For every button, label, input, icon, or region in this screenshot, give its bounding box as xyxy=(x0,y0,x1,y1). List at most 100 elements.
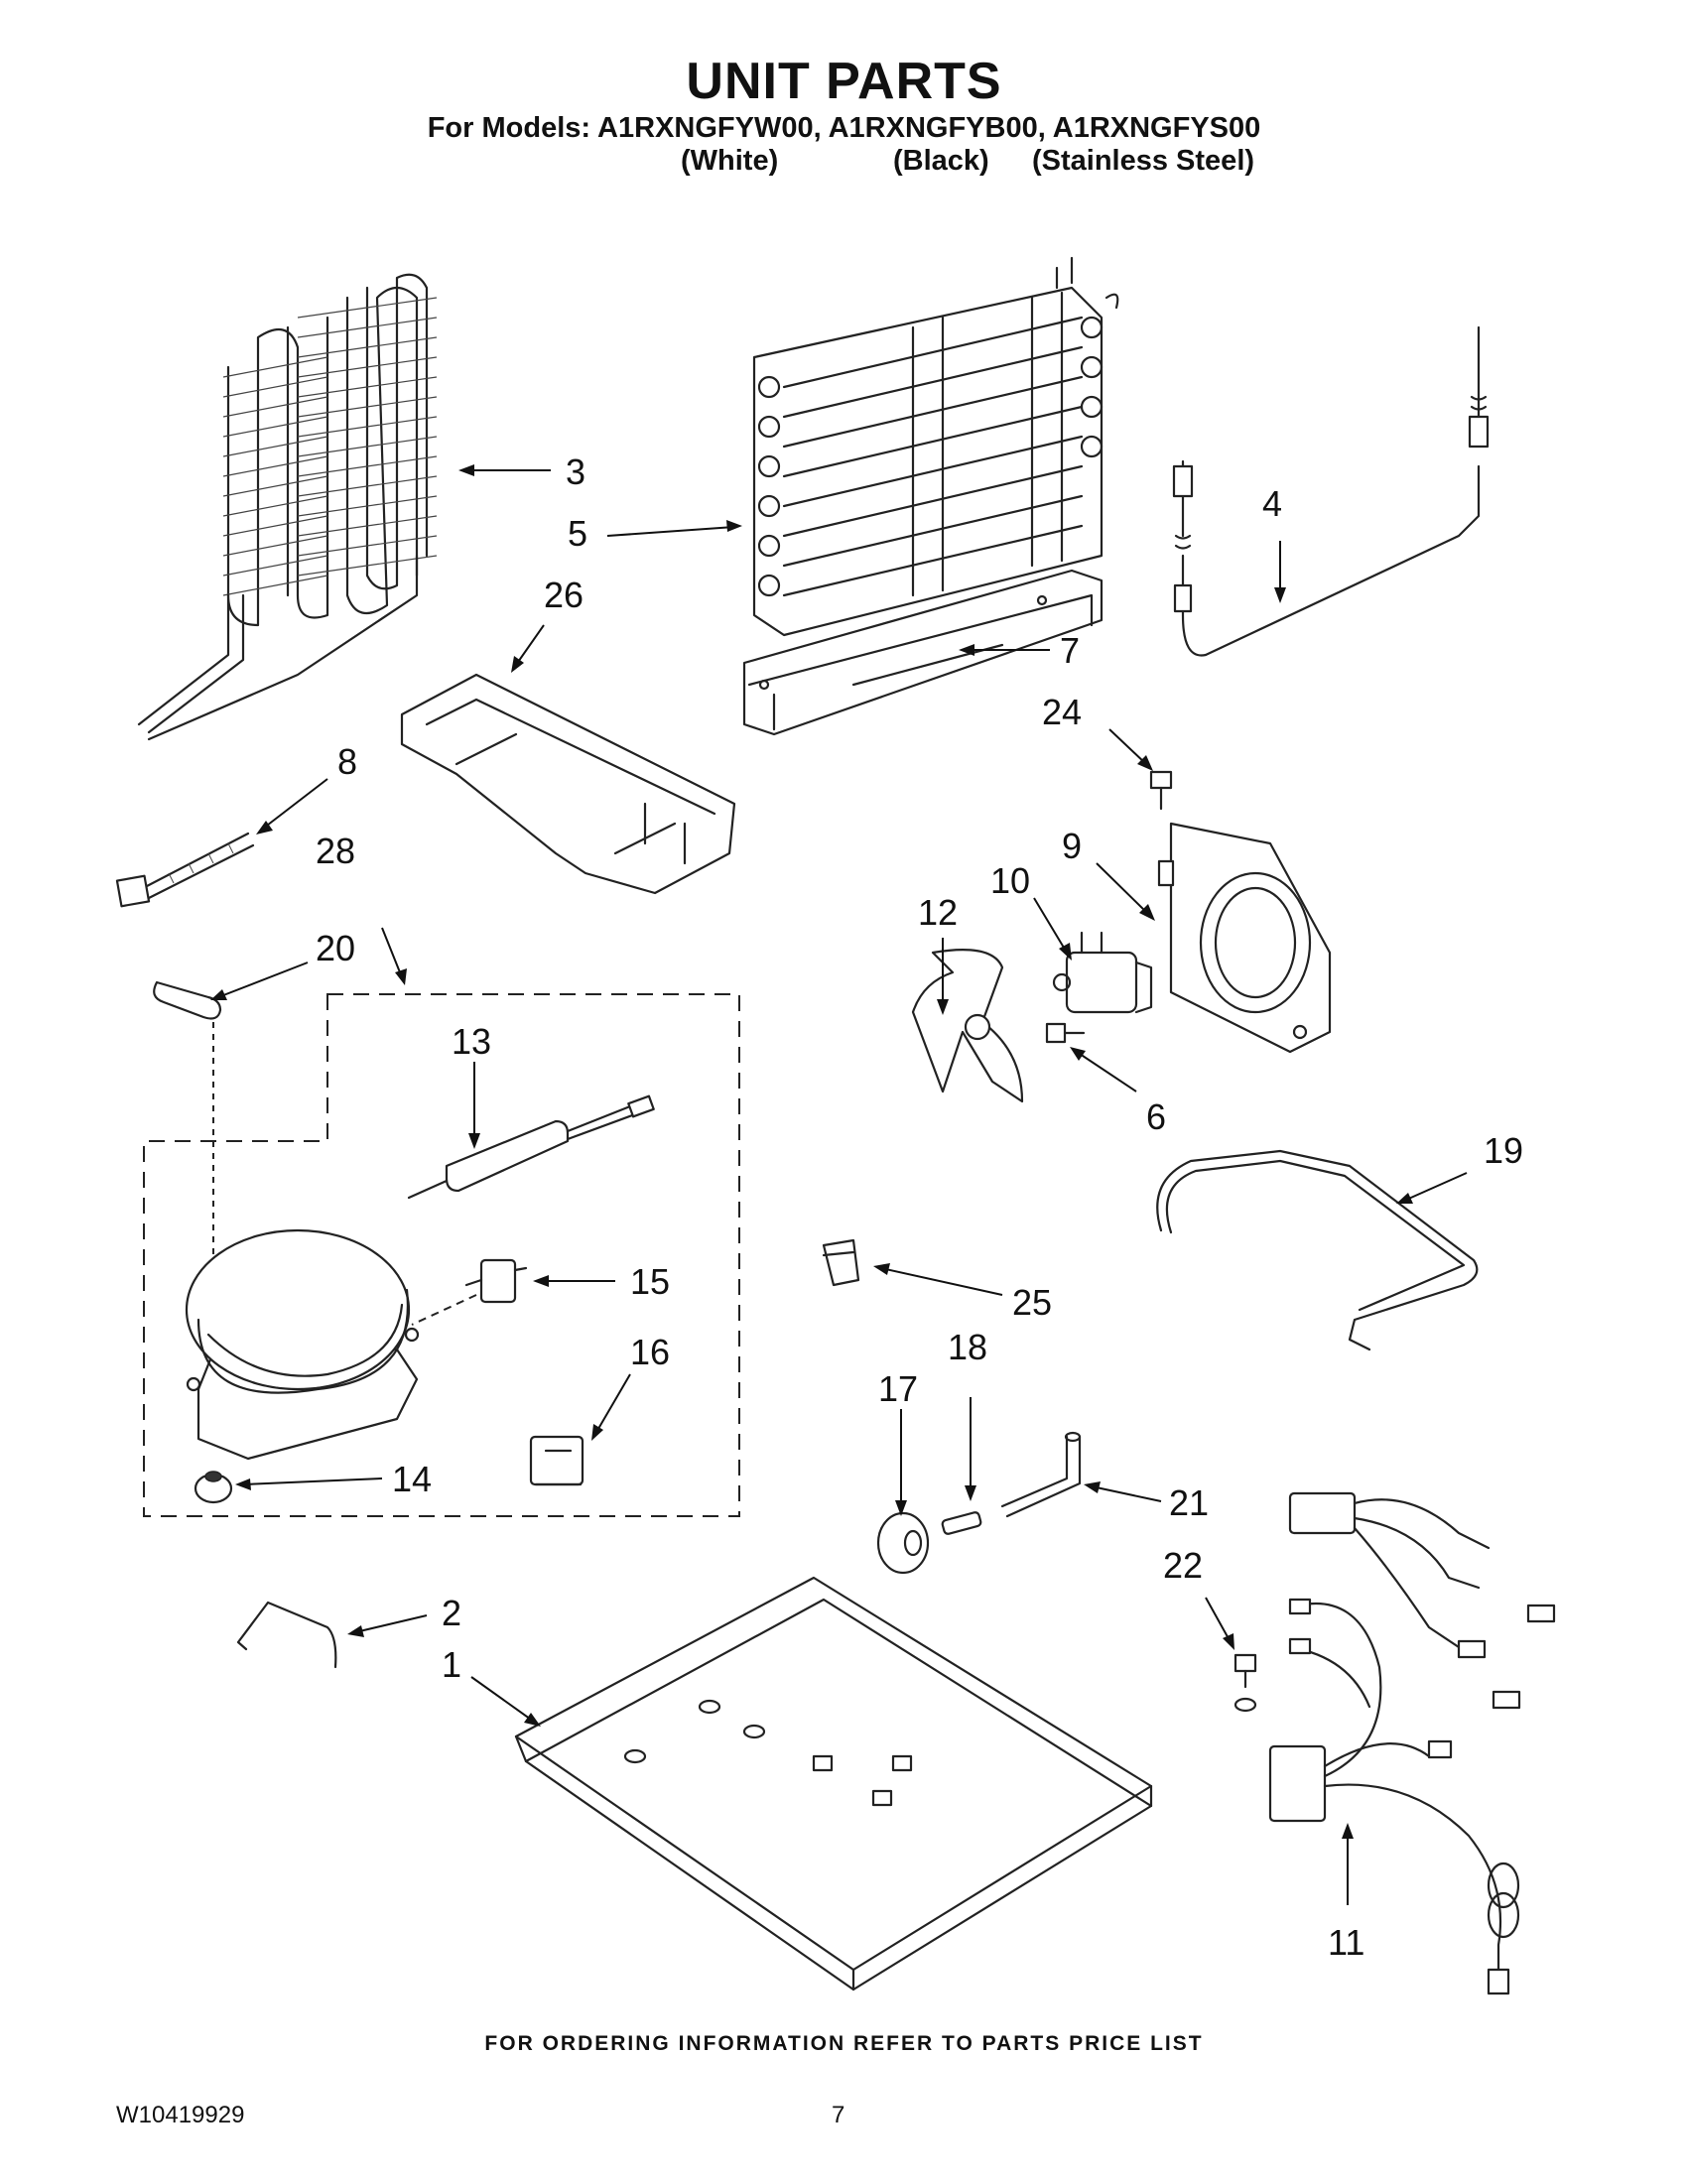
arrowhead-icon xyxy=(1396,1193,1413,1204)
leader-line-25 xyxy=(880,1267,1003,1296)
page-title: UNIT PARTS xyxy=(686,53,1002,110)
condenser-coil-part xyxy=(137,273,438,741)
axle-pin-part xyxy=(941,1511,982,1535)
fan-motor-part xyxy=(1052,931,1153,1014)
leader-line-5 xyxy=(606,526,735,537)
arrowhead-icon xyxy=(235,1478,251,1490)
callout-28: 28 xyxy=(316,831,355,871)
leader-line-20 xyxy=(217,962,309,998)
drain-tube-part xyxy=(1000,1431,1082,1518)
arrowhead-icon xyxy=(591,1424,603,1441)
callout-10: 10 xyxy=(990,860,1030,901)
arrowhead-icon xyxy=(895,1500,907,1516)
arrowhead-icon xyxy=(210,989,227,1000)
cable-tie-part xyxy=(115,832,255,908)
leader-line-8 xyxy=(262,778,328,830)
callout-1: 1 xyxy=(442,1644,461,1685)
arrowhead-icon xyxy=(959,644,974,656)
callout-2: 2 xyxy=(442,1593,461,1633)
color-black-label: (Black) xyxy=(893,145,989,177)
callout-6: 6 xyxy=(1146,1096,1166,1137)
callout-3: 3 xyxy=(566,451,585,492)
arrowhead-icon xyxy=(511,656,524,673)
callout-24: 24 xyxy=(1042,692,1082,732)
callout-22: 22 xyxy=(1163,1545,1203,1586)
fan-shroud-part xyxy=(1157,822,1332,1054)
leader-line-22 xyxy=(1205,1597,1232,1643)
models-line: For Models: A1RXNGFYW00, A1RXNGFYB00, A1… xyxy=(427,112,1261,144)
evaporator-cover-part xyxy=(400,673,736,895)
leader-line-9 xyxy=(1096,862,1150,916)
arrowhead-icon xyxy=(468,1133,480,1149)
callout-11: 11 xyxy=(1328,1922,1364,1963)
drain-trough-part xyxy=(742,569,1104,736)
color-white-label: (White) xyxy=(681,145,779,177)
callout-25: 25 xyxy=(1012,1282,1052,1323)
callout-8: 8 xyxy=(337,741,357,782)
base-frame-part xyxy=(514,1576,1153,1991)
callout-5: 5 xyxy=(568,513,587,554)
document-number: W10419929 xyxy=(116,2102,245,2128)
clip-25-part xyxy=(822,1238,860,1287)
wire-retainer-part xyxy=(236,1601,337,1669)
wire-harness-part xyxy=(1268,1491,1556,1995)
screw-6-part xyxy=(1045,1022,1086,1044)
leader-line-1 xyxy=(470,1676,535,1723)
filter-drier-part xyxy=(407,1094,655,1200)
callout-4: 4 xyxy=(1262,483,1282,524)
evaporator-coil-part xyxy=(752,256,1119,637)
arrowhead-icon xyxy=(937,999,949,1015)
callout-20: 20 xyxy=(316,928,355,968)
leader-line-28 xyxy=(381,927,403,978)
ordering-note: FOR ORDERING INFORMATION REFER TO PARTS … xyxy=(484,2032,1204,2055)
arrowhead-icon xyxy=(1139,904,1155,921)
arrowhead-icon xyxy=(1059,943,1072,961)
arrowhead-icon xyxy=(1137,755,1153,771)
compressor-kit-outline xyxy=(143,993,740,1517)
fan-blade-part xyxy=(911,949,1024,1103)
callout-9: 9 xyxy=(1062,826,1082,866)
arrowhead-icon xyxy=(1274,587,1286,603)
start-relay-part xyxy=(411,1258,528,1326)
condensate-tube-part xyxy=(1156,1149,1479,1351)
grommet-part xyxy=(194,1471,233,1504)
arrowhead-icon xyxy=(524,1713,541,1727)
screw-22-part xyxy=(1234,1653,1257,1713)
callout-16: 16 xyxy=(630,1332,670,1372)
callout-12: 12 xyxy=(918,892,958,933)
arrowhead-icon xyxy=(533,1275,549,1287)
leader-line-24 xyxy=(1108,728,1147,765)
callout-19: 19 xyxy=(1484,1130,1523,1171)
callout-15: 15 xyxy=(630,1261,670,1302)
screw-24-part xyxy=(1149,770,1173,811)
leader-line-19 xyxy=(1403,1172,1468,1202)
arrowhead-icon xyxy=(458,464,474,476)
callout-7: 7 xyxy=(1060,630,1080,671)
leader-line-2 xyxy=(354,1614,428,1633)
callout-18: 18 xyxy=(948,1327,987,1367)
overload-cover-part xyxy=(529,1435,584,1486)
compressor-part xyxy=(185,1228,420,1461)
color-stainless-label: (Stainless Steel) xyxy=(1032,145,1255,177)
leader-line-6 xyxy=(1076,1051,1137,1092)
callout-26: 26 xyxy=(544,575,584,615)
defrost-sensor-part xyxy=(1172,325,1490,657)
callout-13: 13 xyxy=(452,1021,491,1062)
leader-line-10 xyxy=(1033,897,1068,954)
leader-line-14 xyxy=(242,1477,383,1485)
arrowhead-icon xyxy=(256,821,273,835)
callout-17: 17 xyxy=(878,1368,918,1409)
arrowhead-icon xyxy=(726,520,742,532)
callout-14: 14 xyxy=(392,1459,432,1499)
callout-21: 21 xyxy=(1169,1482,1209,1523)
leader-line-16 xyxy=(594,1373,631,1435)
page-number: 7 xyxy=(832,2102,845,2128)
arrowhead-icon xyxy=(395,968,407,985)
arrowhead-icon xyxy=(1070,1047,1086,1061)
arrowhead-icon xyxy=(1342,1823,1354,1839)
leader-line-26 xyxy=(515,624,545,666)
leader-line-21 xyxy=(1091,1485,1162,1502)
arrowhead-icon xyxy=(347,1625,364,1637)
arrowhead-icon xyxy=(965,1485,976,1501)
